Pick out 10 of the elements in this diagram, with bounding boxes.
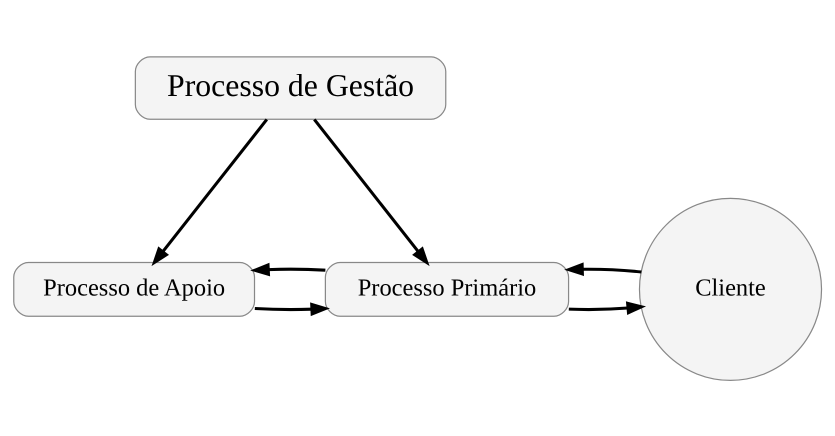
arrow (250, 262, 326, 276)
node-box: Processo de Apoio (13, 261, 256, 316)
node-box: Processo Primário (324, 261, 570, 316)
node-box: Processo de Gestão (134, 56, 446, 120)
arrow (568, 300, 646, 314)
node-circle: Cliente (638, 197, 822, 381)
arrow (564, 262, 642, 276)
arrow (313, 118, 430, 266)
arrow (152, 118, 268, 266)
arrow (254, 302, 330, 316)
